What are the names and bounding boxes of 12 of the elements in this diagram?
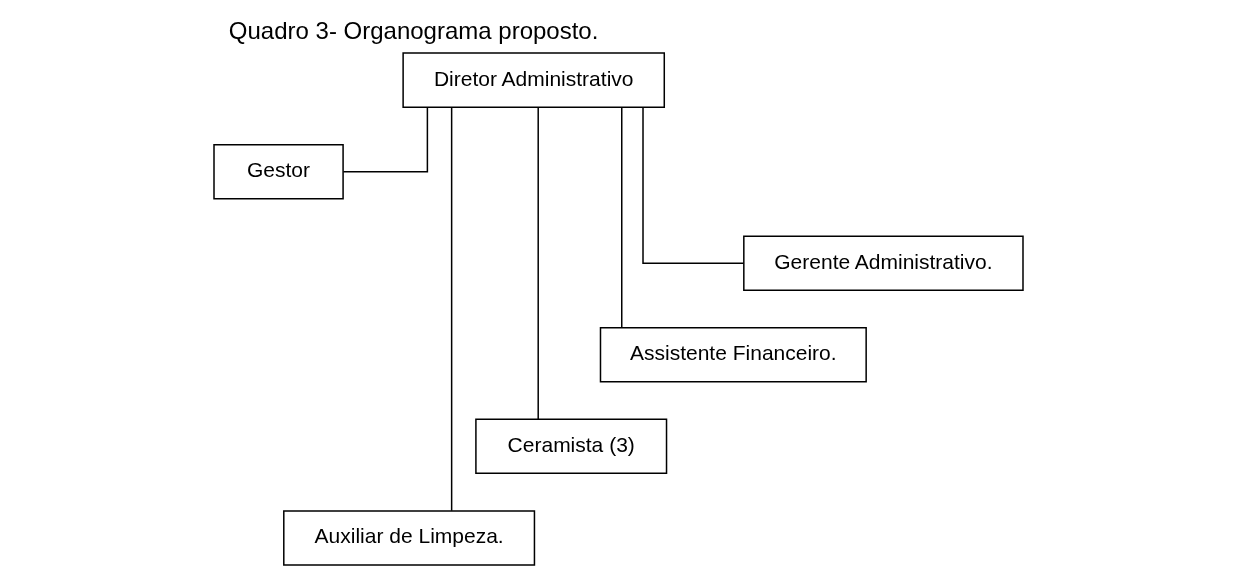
node-box: Gerente Administrativo. (743, 235, 1024, 291)
connector (621, 106, 623, 329)
node-box: Assistente Financeiro. (599, 327, 867, 383)
node-box: Ceramista (3) (475, 418, 668, 475)
connector (342, 106, 429, 173)
node-box: Gestor (213, 143, 344, 200)
connector (537, 106, 539, 420)
connector (642, 106, 745, 264)
diagram-title: Quadro 3- Organograma proposto. (228, 17, 599, 45)
node-box: Auxiliar de Limpeza. (283, 510, 536, 566)
node-box: Diretor Administrativo (402, 52, 666, 108)
connector (450, 106, 453, 512)
